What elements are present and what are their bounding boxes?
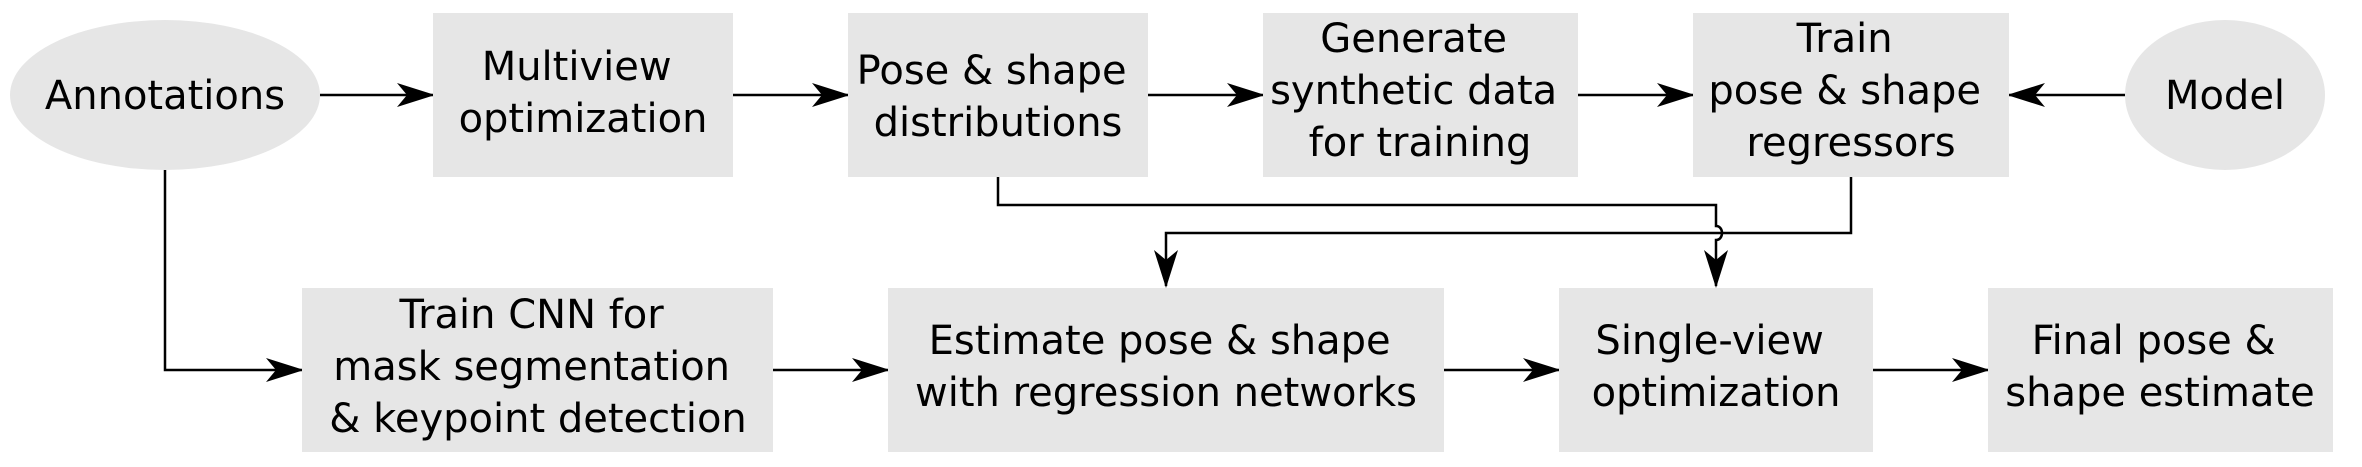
node-model-shape [2125, 20, 2325, 170]
svg-text:Train CNN for mask seg: Train CNN for mask segmentation & keypoi… [329, 292, 747, 442]
edge-annotations-to-train-cnn [163, 170, 304, 382]
node-train-cnn-line: Train CNN for [399, 292, 665, 338]
node-final-line: Final pose & [2032, 318, 2276, 364]
node-generate-synthetic-data: Generate synthetic data for training [1263, 13, 1578, 177]
node-final-line: shape estimate [2005, 370, 2314, 416]
node-train-cnn-shape [302, 288, 773, 452]
node-pose-shape-distributions: Pose & shape distributions [848, 13, 1148, 177]
node-generate-shape [1263, 13, 1578, 177]
node-multiview-line: Multiview [482, 44, 672, 90]
node-multiview-optimization: Multiview optimization [433, 13, 733, 177]
node-estimate-shape [888, 288, 1444, 452]
node-model-line: Model [2165, 73, 2285, 119]
svg-text:Model: Model [2165, 73, 2285, 119]
node-annotations: Annotations [10, 20, 320, 170]
node-distributions-line: Pose & shape [857, 48, 1127, 94]
node-annotations-shape [10, 20, 320, 170]
node-train-regressors-line: regressors [1746, 120, 1955, 166]
node-multiview-shape [433, 13, 733, 177]
svg-text:Single-view optimizati: Single-view optimization [1592, 318, 1841, 416]
node-estimate-line: Estimate pose & shape [929, 318, 1391, 364]
node-generate-line: for training [1309, 120, 1532, 166]
node-single-view-line: Single-view [1595, 318, 1823, 364]
node-single-view-line: optimization [1592, 370, 1841, 416]
svg-text:Multiview optimization: Multiview optimization [459, 44, 708, 142]
node-train-regressors-line: pose & shape [1708, 68, 1981, 114]
node-single-view-shape [1559, 288, 1873, 452]
node-generate-line: synthetic data [1270, 68, 1557, 114]
svg-text:Pose & shape distribut: Pose & shape distributions [857, 48, 1140, 146]
node-final-shape [1988, 288, 2333, 452]
svg-text:Annotations: Annotations [45, 73, 285, 119]
node-annotations-line: Annotations [45, 73, 285, 119]
svg-text:Final pose & shape est: Final pose & shape estimate [2005, 318, 2314, 416]
svg-text:Generate synthetic dat: Generate synthetic data for training [1270, 16, 1570, 166]
node-train-cnn-line: mask segmentation [333, 344, 730, 390]
node-estimate-pose-shape: Estimate pose & shape with regression ne… [888, 288, 1444, 452]
node-train-cnn: Train CNN for mask segmentation & keypoi… [302, 288, 773, 452]
edge-train-regressors-to-estimate [1154, 177, 1853, 288]
node-distributions-shape [848, 13, 1148, 177]
node-model: Model [2125, 20, 2325, 170]
node-generate-line: Generate [1320, 16, 1507, 62]
node-train-regressors: Train pose & shape regressors [1693, 13, 2009, 177]
node-multiview-line: optimization [459, 96, 708, 142]
node-distributions-line: distributions [874, 100, 1123, 146]
node-single-view-optimization: Single-view optimization [1559, 288, 1873, 452]
node-train-cnn-line: & keypoint detection [329, 396, 747, 442]
node-estimate-line: with regression networks [915, 370, 1417, 416]
edge-distributions-to-single-view [996, 177, 1728, 288]
svg-text:Train pose & shape: Train pose & shape regressors [1708, 16, 1993, 166]
node-final-estimate: Final pose & shape estimate [1988, 288, 2333, 452]
node-train-regressors-line: Train [1796, 16, 1893, 62]
node-train-regressors-shape [1693, 13, 2009, 177]
svg-text:Estimate pose & shape: Estimate pose & shape with regression ne… [915, 318, 1417, 416]
